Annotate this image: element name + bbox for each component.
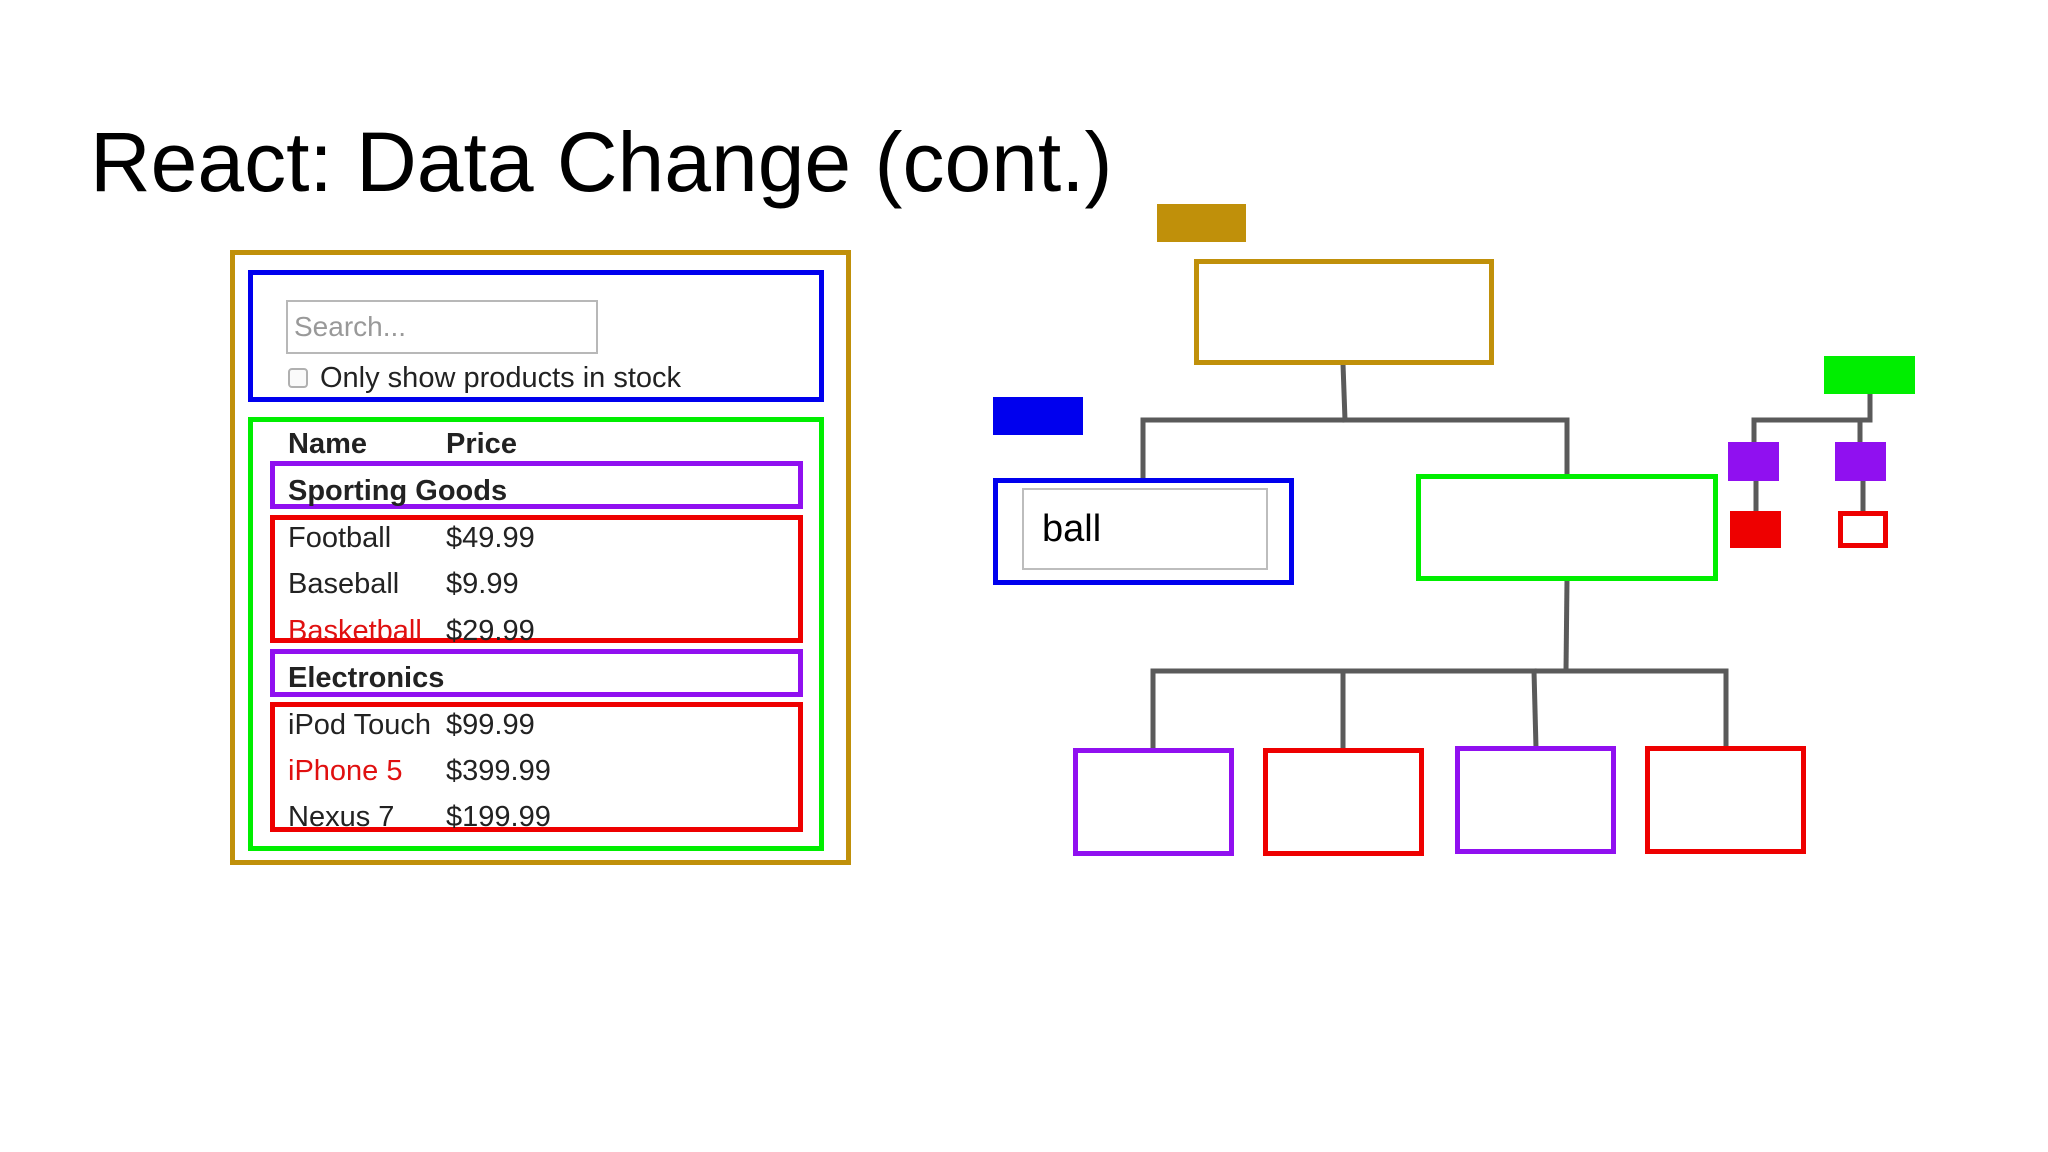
category-row-node	[1073, 748, 1234, 856]
product-rows-box	[270, 702, 803, 832]
product-name: Nexus 7	[288, 801, 395, 833]
category-row-node	[1455, 746, 1616, 854]
product-price: $9.99	[446, 568, 519, 600]
in-stock-checkbox[interactable]	[288, 368, 308, 388]
legend-green-tag	[1824, 356, 1915, 394]
root-node	[1194, 259, 1494, 365]
product-price: $199.99	[446, 801, 551, 833]
search-bar-node-input: ball	[1022, 488, 1268, 570]
category-row-box	[270, 649, 803, 697]
search-bar-color-tag	[993, 397, 1083, 435]
tree-edge	[1340, 361, 1348, 423]
product-name-out-of-stock: iPhone 5	[288, 755, 403, 787]
column-header-name: Name	[288, 428, 367, 460]
product-price: $49.99	[446, 522, 535, 554]
product-price: $399.99	[446, 755, 551, 787]
product-name-out-of-stock: Basketball	[288, 615, 422, 647]
product-price: $99.99	[446, 709, 535, 741]
category-row-label: Sporting Goods	[288, 475, 508, 507]
legend-purple-tag	[1835, 442, 1886, 481]
search-input[interactable]: Search...	[286, 300, 598, 354]
column-header-price: Price	[446, 428, 517, 460]
search-bar-node	[993, 478, 1294, 585]
product-name: Baseball	[288, 568, 400, 600]
product-row-node	[1645, 746, 1806, 854]
tree-edge	[1563, 577, 1570, 674]
legend-red-filled-tag	[1730, 511, 1781, 548]
product-table-box	[248, 417, 824, 851]
product-price: $29.99	[446, 615, 535, 647]
product-name: Football	[288, 522, 392, 554]
filterable-product-table-box	[230, 250, 851, 865]
category-row-label: Electronics	[288, 662, 445, 694]
product-rows-box	[270, 515, 803, 643]
category-row-box	[270, 461, 803, 509]
slide-title: React: Data Change (cont.)	[90, 115, 1113, 209]
search-bar-box	[248, 270, 824, 402]
product-table-node	[1416, 474, 1718, 581]
tree-edge	[1531, 668, 1539, 751]
product-name: iPod Touch	[288, 709, 431, 741]
legend-red-outline-tag	[1838, 511, 1888, 548]
root-color-tag	[1157, 204, 1246, 242]
in-stock-label: Only show products in stock	[320, 362, 682, 394]
product-row-node	[1263, 748, 1424, 856]
legend-purple-tag	[1728, 442, 1779, 481]
